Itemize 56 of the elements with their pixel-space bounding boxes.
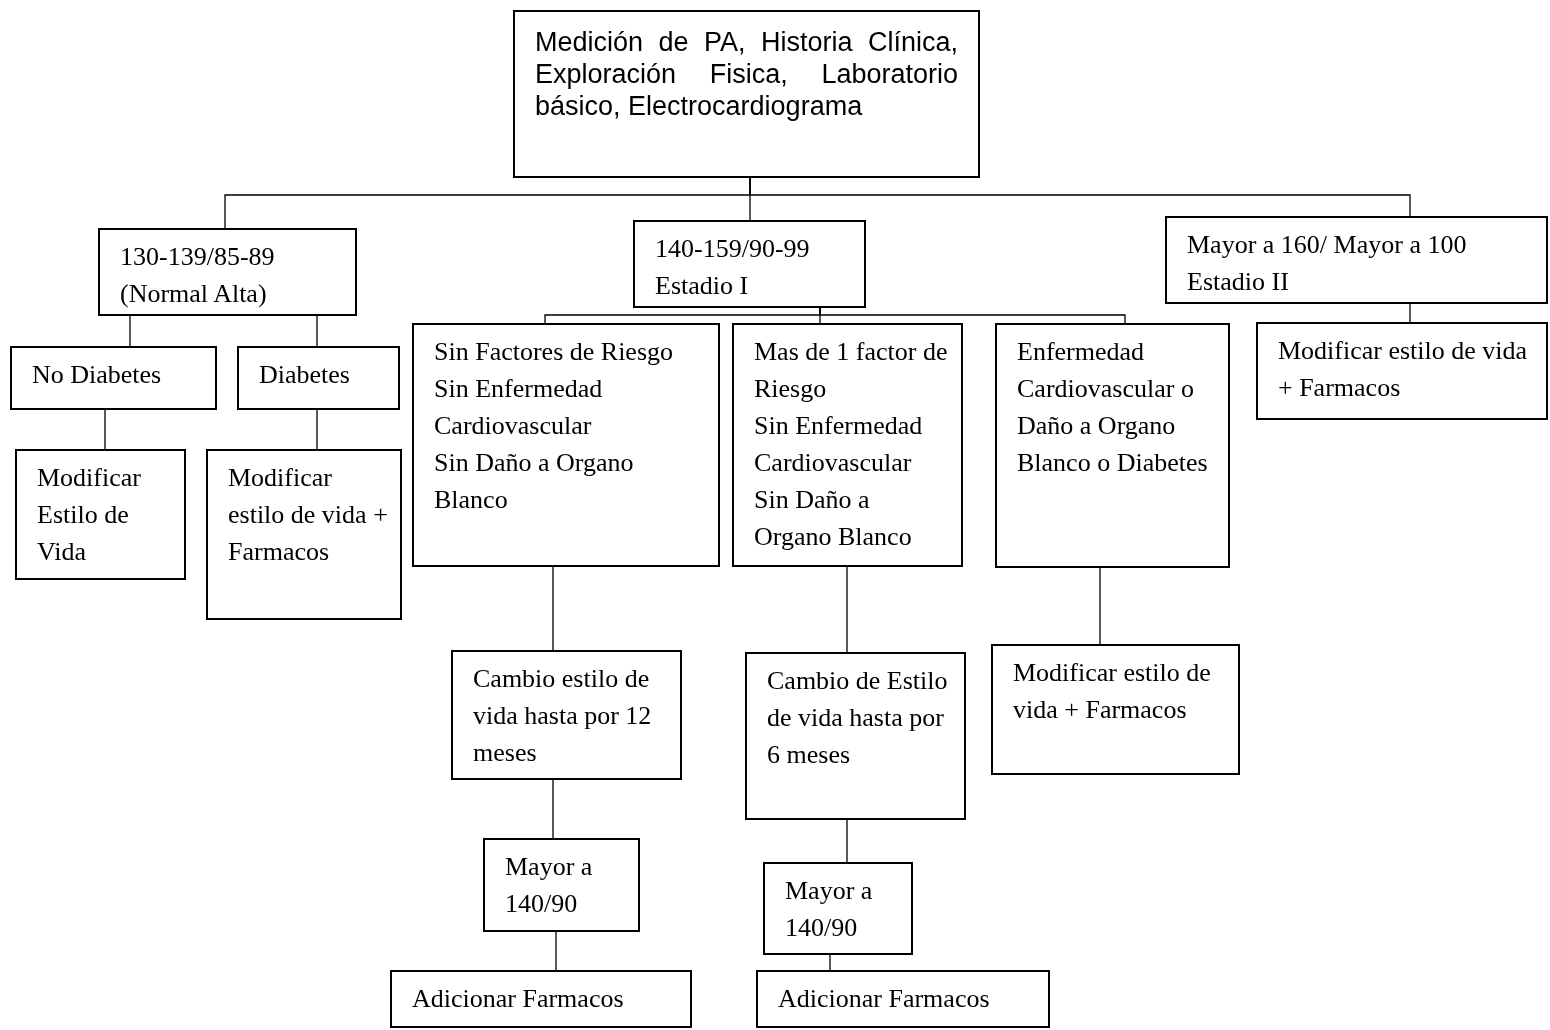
process-box <box>10 346 217 410</box>
box-text: Diabetes <box>259 359 351 391</box>
process-box <box>451 650 682 780</box>
box-text: Mas de 1 factor de Riesgo <box>754 336 949 405</box>
connector-line <box>829 954 831 971</box>
process-box <box>206 449 402 620</box>
box-text: 140-159/90-99 Estadio I <box>655 233 811 302</box>
box-text: Modificar estilo de vida + Farmacos <box>228 462 389 568</box>
box-text: Cambio estilo de vida hasta por 12 meses <box>473 663 653 769</box>
process-box <box>991 644 1240 775</box>
process-box <box>237 346 400 410</box>
box-text: Cambio de Estilo de vida hasta por 6 meses <box>767 665 949 771</box>
box-text: No Diabetes <box>32 359 163 391</box>
box-text: Modificar estilo de vida + Farmacos <box>1278 335 1529 404</box>
connector-line <box>749 177 1411 217</box>
box-text: Adicionar Farmacos <box>412 983 625 1015</box>
connector-line <box>316 315 318 347</box>
process-box <box>763 862 913 955</box>
process-box <box>1165 216 1548 304</box>
process-box <box>98 228 357 316</box>
connector-line <box>1099 567 1101 645</box>
box-text: Medición de PA, Historia Clínica, Exploración Fisica, Laboratorio básico, Electrocardiograma <box>535 26 958 122</box>
process-box <box>412 323 720 567</box>
connector-line <box>129 315 131 347</box>
box-text: 130-139/85-89 (Normal Alta) <box>120 241 276 310</box>
process-box <box>483 838 640 932</box>
box-text: Modificar estilo de vida + Farmacos <box>1013 657 1212 726</box>
box-text: Sin Daño a Organo Blanco <box>754 484 913 553</box>
process-box <box>15 449 186 580</box>
box-text: Mayor a 160/ Mayor a 100 Estadio II <box>1187 229 1468 298</box>
connector-line <box>819 307 1126 324</box>
process-box <box>633 220 866 308</box>
box-text: Modificar Estilo de Vida <box>37 462 142 568</box>
connector-line <box>104 409 106 450</box>
connector-line <box>316 409 318 450</box>
box-text: Adicionar Farmacos <box>778 983 991 1015</box>
connector-line <box>1409 303 1411 323</box>
process-box <box>745 652 966 820</box>
connector-line <box>552 779 554 839</box>
connector-line <box>846 819 848 863</box>
process-box <box>756 970 1050 1028</box>
box-text: Sin Enfermedad Cardiovascular <box>754 410 924 479</box>
process-box <box>390 970 692 1028</box>
process-box <box>732 323 963 567</box>
box-text: Mayor a 140/90 <box>785 875 874 944</box>
connector-line <box>552 566 554 651</box>
box-text: Mayor a 140/90 <box>505 851 594 920</box>
box-text: Enfermedad Cardiovascular o Daño a Organo Blanco o Diabetes <box>1017 336 1209 479</box>
connector-line <box>846 566 848 653</box>
box-text: Sin Daño a Organo Blanco <box>434 447 635 516</box>
process-box <box>995 323 1230 568</box>
box-text: Sin Enfermedad Cardiovascular <box>434 373 604 442</box>
box-text: Sin Factores de Riesgo <box>434 336 675 368</box>
connector-line <box>555 931 557 971</box>
process-box <box>513 10 980 178</box>
process-box <box>1256 322 1548 420</box>
